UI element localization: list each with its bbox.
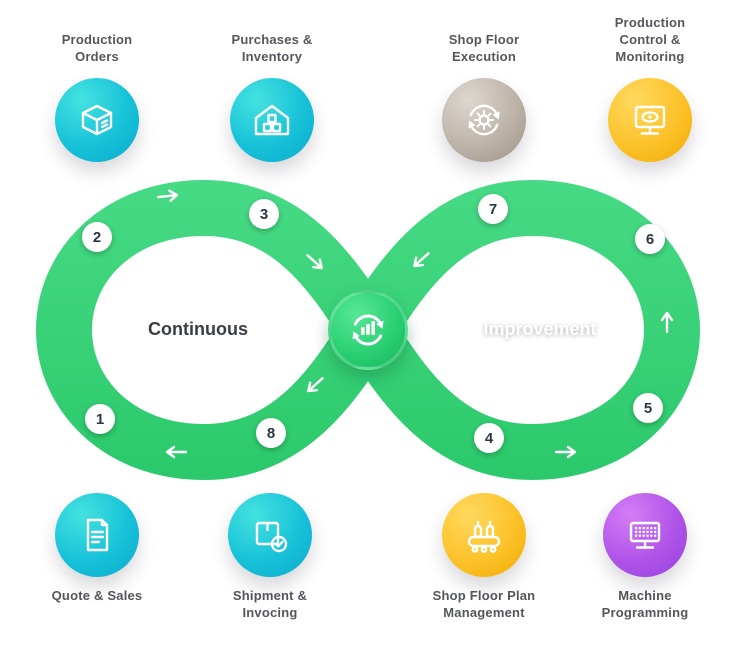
node-label-machine-programming: Machine Programming (601, 588, 689, 620)
node-label-production-control: Production Control & Monitoring (614, 15, 686, 64)
node-label-quote-sales: Quote & Sales (51, 588, 143, 603)
flow-arrow (165, 445, 188, 459)
sync-chart-icon (352, 314, 384, 346)
node-production-control (608, 78, 692, 162)
document-icon (73, 511, 121, 559)
node-quote-sales (55, 493, 139, 577)
node-shop-floor-plan (442, 493, 526, 577)
package-icon (73, 96, 121, 144)
node-machine-programming (603, 493, 687, 577)
hub-circle (328, 290, 408, 370)
node-purchases-inventory (230, 78, 314, 162)
node-label-shop-floor-execution: Shop Floor Execution (448, 32, 520, 64)
label-improvement: Improvement (483, 319, 597, 339)
monitor-eye-icon (626, 96, 674, 144)
node-shipment-invoicing (228, 493, 312, 577)
node-production-orders (55, 78, 139, 162)
node-label-shop-floor-plan: Shop Floor Plan Management (432, 588, 536, 620)
step-number-5: 5 (633, 393, 663, 423)
gears-sync-icon (468, 96, 500, 144)
step-number-1: 1 (85, 404, 115, 434)
step-number-6: 6 (635, 224, 665, 254)
node-label-production-orders: Production Orders (61, 32, 133, 64)
step-number-3: 3 (249, 199, 279, 229)
flow-arrow (660, 311, 674, 334)
step-number-4: 4 (474, 423, 504, 453)
step-number-7: 7 (478, 194, 508, 224)
node-label-purchases-inventory: Purchases & Inventory (231, 32, 313, 64)
flow-arrow (413, 252, 430, 268)
flow-arrow (156, 189, 179, 202)
box-check-icon (246, 511, 294, 559)
warehouse-icon (248, 96, 296, 144)
machine-icon (460, 511, 508, 559)
flow-arrow (554, 445, 577, 459)
step-number-8: 8 (256, 418, 286, 448)
flow-arrow (306, 254, 323, 270)
flow-arrow (307, 377, 324, 393)
node-shop-floor-execution (442, 78, 526, 162)
keyboard-monitor-icon (621, 511, 669, 559)
step-number-2: 2 (82, 222, 112, 252)
node-label-shipment-invoicing: Shipment & Invocing (232, 588, 308, 620)
label-continuous: Continuous (148, 319, 248, 339)
